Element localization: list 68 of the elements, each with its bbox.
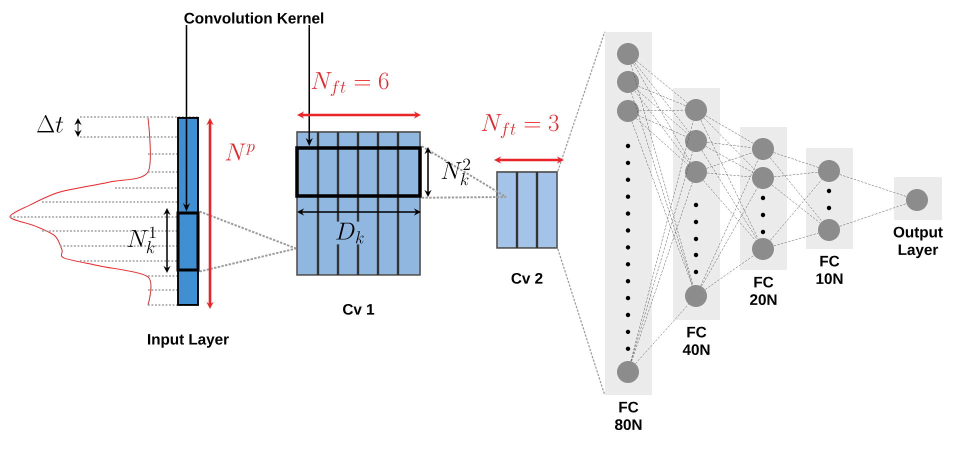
neuron-circle <box>685 161 707 183</box>
connection-line <box>700 158 759 286</box>
connection-line <box>704 118 756 170</box>
connection-line <box>706 172 752 178</box>
connection-line <box>839 203 907 227</box>
kernel-frame <box>176 211 200 272</box>
connection-line <box>702 150 758 240</box>
connection-line <box>839 174 907 197</box>
connection-line <box>701 188 758 286</box>
connection-line <box>770 179 822 241</box>
connection-line <box>700 120 758 240</box>
dimension-label: $N_{ft} = 3$ <box>482 114 559 138</box>
neuron-circle <box>818 219 840 241</box>
connection-line <box>770 157 822 222</box>
neuron-circle <box>617 71 639 93</box>
node-label: FC 80N <box>615 402 642 430</box>
neuron-circle <box>617 361 639 383</box>
connection-line <box>774 232 818 246</box>
connection-line <box>636 60 688 104</box>
node-label: Output Layer <box>894 226 943 258</box>
neuron-circle <box>685 285 707 307</box>
dimension-label: $N_k^2$ <box>442 158 470 186</box>
dimension-label: $N^p$ <box>226 144 255 160</box>
connection-line <box>706 152 753 169</box>
node-label: Cv 2 <box>512 272 542 284</box>
node-label: FC 20N <box>750 276 776 306</box>
neuron-circle <box>818 160 840 182</box>
connection-line <box>634 62 690 132</box>
connection-line <box>774 172 818 178</box>
connection-line <box>638 86 686 106</box>
dimension-label: $D_k$ <box>334 222 366 244</box>
connection-line <box>631 182 693 362</box>
connection-line <box>634 90 690 164</box>
connection-line <box>704 255 754 290</box>
connection-line <box>636 89 688 134</box>
neuron-circle <box>685 130 707 152</box>
connection-line <box>632 121 692 286</box>
neuron-circle <box>752 167 774 189</box>
dimension-label: $N_{ft} = 6$ <box>312 72 388 96</box>
connection-line <box>706 142 752 148</box>
projection-lines <box>557 31 606 396</box>
kernel-frame <box>295 146 422 198</box>
connection-line <box>635 304 689 364</box>
connection-line <box>773 152 819 168</box>
node-label: FC 10N <box>816 256 842 284</box>
projection-lines <box>198 210 298 272</box>
node-label: Input Layer <box>148 334 229 348</box>
connection-line <box>772 184 820 224</box>
conv-block: Cv 2 <box>496 171 558 284</box>
neuron-circle <box>617 43 639 65</box>
node-label: FC 40N <box>682 326 710 356</box>
connection-line <box>703 180 756 241</box>
neuron-circle <box>685 99 707 121</box>
neuron-circle <box>906 189 928 211</box>
connection-line <box>639 110 685 112</box>
connection-line <box>705 115 754 144</box>
neuron-circle <box>752 238 774 260</box>
connection-line <box>633 64 691 162</box>
neuron-circle <box>617 100 639 122</box>
connection-line <box>706 146 754 173</box>
dimension-label: $N_k^1$ <box>128 226 156 254</box>
dimension-label: $\Delta t$ <box>37 115 64 133</box>
connection-line <box>638 115 686 137</box>
connection-line <box>636 118 688 165</box>
kernel-label: Convolution Kernel <box>184 12 324 24</box>
neuron-circle <box>752 138 774 160</box>
projection-lines <box>420 145 508 199</box>
node-label: Cv 1 <box>343 304 374 315</box>
